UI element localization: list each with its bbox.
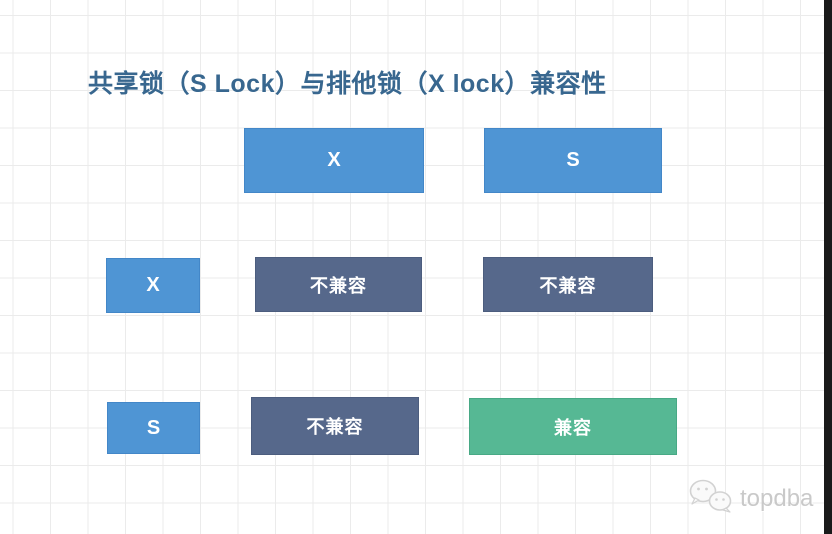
watermark: topdba — [688, 478, 813, 519]
diagram-title: 共享锁（S Lock）与排他锁（X lock）兼容性 — [88, 70, 607, 98]
column-header-s-lock: S — [484, 128, 662, 193]
row-header-s-lock: S — [107, 402, 200, 454]
cell-s-vs-x-incompatible: 不兼容 — [251, 397, 419, 455]
watermark-label: topdba — [740, 484, 814, 512]
column-header-x-lock: X — [244, 128, 424, 193]
right-edge-strip — [824, 0, 832, 534]
cell-x-vs-x-incompatible: 不兼容 — [255, 257, 422, 312]
wechat-icon — [688, 478, 734, 519]
cell-s-vs-s-compatible: 兼容 — [469, 398, 677, 455]
row-header-x-lock: X — [106, 258, 200, 313]
cell-x-vs-s-incompatible: 不兼容 — [483, 257, 653, 312]
